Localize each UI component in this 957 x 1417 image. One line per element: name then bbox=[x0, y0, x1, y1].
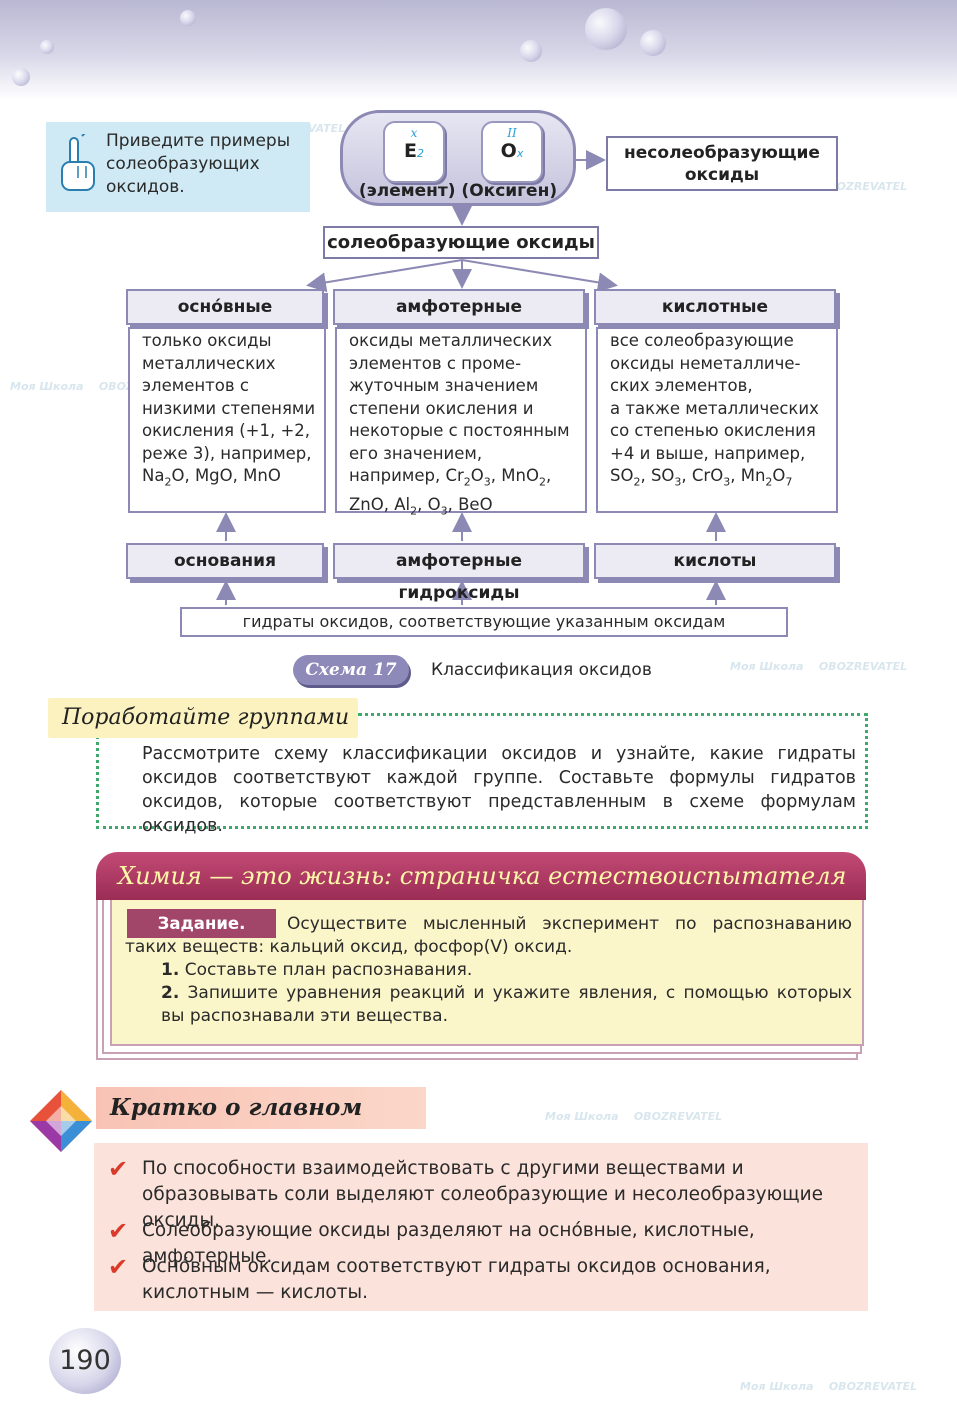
chemistry-life-text: Осуществите мысленный эксперимент по рас… bbox=[125, 913, 852, 1028]
watermark: Моя Школа OBOZREVATEL bbox=[545, 1110, 722, 1123]
chemistry-life-title: Химия — это жизнь: страничка естествоисп… bbox=[96, 852, 866, 900]
acidic-oxides-description: все солеобразующие оксиды неметалличе- с… bbox=[596, 327, 838, 513]
amphoteric-oxides-formula-2: ZnO, Al2, O3, BeO bbox=[349, 494, 585, 523]
amphoteric-oxides-head: амфотерные bbox=[333, 289, 585, 325]
element-chip: x E2 bbox=[383, 121, 445, 183]
capsule-caption: (элемент) (Оксиген) bbox=[343, 181, 573, 201]
summary-item: ✔ Осно́вным оксидам соответствуют гидрат… bbox=[142, 1254, 870, 1306]
summary-diamond-icon bbox=[28, 1088, 94, 1154]
nonsaltforming-oxides-box: несолеобразующие оксиды bbox=[606, 136, 838, 191]
acids-box: кислоты bbox=[594, 543, 836, 579]
oxide-hydrates-bar: гидраты оксидов, соответствующие указанн… bbox=[180, 607, 788, 637]
amphoteric-oxides-description: оксиды металлических элементов с проме- … bbox=[335, 327, 587, 513]
element-oxygen-capsule: x E2 II Ox (элемент) (Оксиген) bbox=[340, 110, 576, 206]
oxygen-chip: II Ox bbox=[481, 121, 543, 183]
watermark: Моя Школа OBOZREVATEL bbox=[740, 1380, 917, 1393]
acidic-oxides-formula: SO2, SO3, CrO3, Mn2O7 bbox=[610, 465, 836, 494]
bases-box: основания bbox=[126, 543, 324, 579]
checkmark-icon: ✔ bbox=[108, 1218, 128, 1244]
page-number: 190 bbox=[49, 1328, 121, 1394]
checkmark-icon: ✔ bbox=[108, 1254, 128, 1280]
acidic-oxides-head: кислотные bbox=[594, 289, 836, 325]
basic-oxides-head: осно́вные bbox=[126, 289, 324, 325]
group-work-title: Поработайте группами bbox=[48, 698, 358, 738]
summary-title: Кратко о главном bbox=[96, 1087, 426, 1129]
scheme-number-badge: Схема 17 bbox=[293, 655, 409, 685]
basic-oxides-formula: Na2O, MgO, MnO bbox=[142, 465, 324, 494]
basic-oxides-description: только оксиды металлических элементов с … bbox=[128, 327, 326, 513]
amphoteric-oxides-formula-1: например, Cr2O3, MnO2, bbox=[349, 465, 585, 494]
scheme-caption: Классификация оксидов bbox=[431, 660, 652, 680]
amphoteric-hydroxides-box: амфотерные гидроксиды bbox=[333, 543, 585, 579]
saltforming-oxides-box: солеобразующие оксиды bbox=[323, 226, 599, 259]
group-work-text: Рассмотрите схему классификации оксидов … bbox=[106, 742, 856, 838]
checkmark-icon: ✔ bbox=[108, 1156, 128, 1182]
